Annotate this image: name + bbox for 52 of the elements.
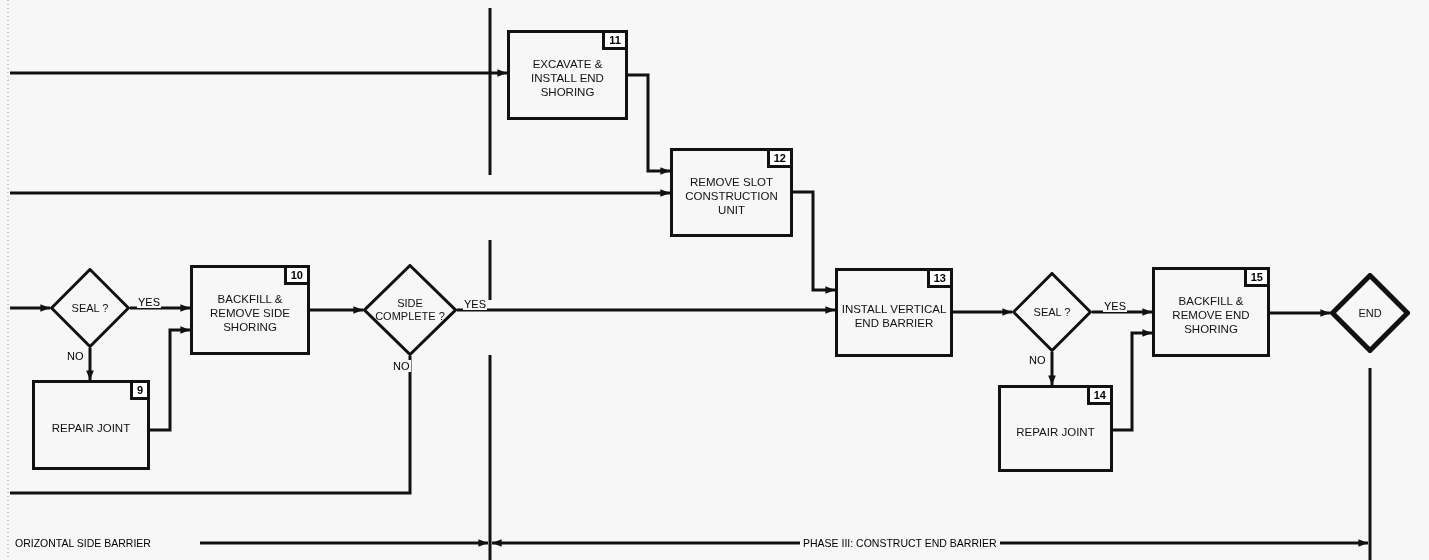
decision-diamond bbox=[1012, 272, 1092, 352]
process-box bbox=[190, 265, 310, 355]
arrow bbox=[10, 304, 50, 312]
node-label: EXCAVATE & INSTALL END SHORING bbox=[530, 57, 605, 99]
phase-label: ORIZONTAL SIDE BARRIER bbox=[12, 537, 154, 549]
node-label: BACKFILL & REMOVE SIDE SHORING bbox=[209, 292, 291, 334]
step-number: 11 bbox=[602, 33, 625, 50]
node-label: SEAL ? bbox=[1033, 305, 1071, 319]
step-number: 9 bbox=[129, 383, 147, 400]
decision-diamond bbox=[50, 268, 130, 348]
edge-label: NO bbox=[66, 350, 85, 362]
arrow bbox=[130, 304, 190, 312]
process-box bbox=[32, 380, 150, 470]
arrow bbox=[86, 348, 94, 380]
step-number: 12 bbox=[766, 151, 790, 168]
node-label: REPAIR JOINT bbox=[1015, 424, 1096, 439]
process-box bbox=[998, 385, 1113, 472]
edge-label: NO bbox=[392, 360, 411, 372]
node-label: END bbox=[1358, 306, 1382, 320]
decision-diamond bbox=[363, 264, 457, 356]
arrow bbox=[1270, 309, 1330, 317]
process-box bbox=[507, 30, 628, 120]
arrow bbox=[150, 326, 190, 432]
arrow bbox=[1048, 352, 1056, 385]
arrow bbox=[953, 308, 1012, 316]
decision-diamond bbox=[1330, 273, 1410, 353]
arrow bbox=[793, 190, 835, 294]
node-label: BACKFILL & REMOVE END SHORING bbox=[1171, 294, 1251, 336]
process-box bbox=[835, 268, 953, 357]
process-box bbox=[1152, 267, 1270, 357]
arrow bbox=[10, 189, 670, 197]
arrow bbox=[310, 306, 363, 314]
edge-label: YES bbox=[137, 296, 161, 308]
phase-label: PHASE III: CONSTRUCT END BARRIER bbox=[800, 537, 1000, 549]
step-number: 10 bbox=[283, 268, 307, 285]
arrow bbox=[628, 73, 670, 175]
node-label: REMOVE SLOT CONSTRUCTION UNIT bbox=[684, 174, 779, 217]
arrow bbox=[10, 69, 507, 77]
node-label: SEAL ? bbox=[71, 301, 109, 315]
node-label: SIDE COMPLETE ? bbox=[374, 297, 446, 323]
arrow bbox=[457, 306, 835, 314]
edge-label: NO bbox=[1028, 354, 1047, 366]
arrow bbox=[1113, 329, 1152, 432]
process-box bbox=[670, 148, 793, 237]
node-label: INSTALL VERTICAL END BARRIER bbox=[840, 301, 948, 330]
step-number: 13 bbox=[926, 271, 950, 288]
node-label: REPAIR JOINT bbox=[50, 421, 132, 435]
edge-label: YES bbox=[1103, 300, 1127, 312]
arrow bbox=[1092, 308, 1152, 316]
step-number: 14 bbox=[1086, 388, 1110, 405]
edge-label: YES bbox=[463, 298, 487, 310]
step-number: 15 bbox=[1243, 270, 1267, 287]
